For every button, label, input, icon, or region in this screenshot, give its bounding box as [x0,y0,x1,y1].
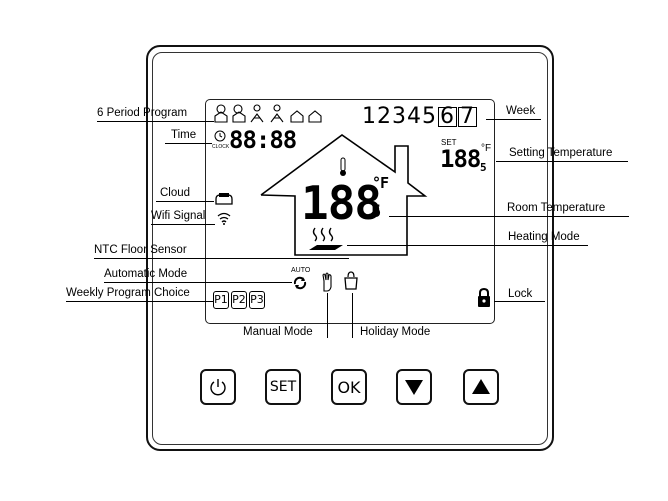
label-heating-mode: Heating Mode [508,231,580,243]
power-icon [210,379,226,396]
label-lock: Lock [508,288,533,300]
power-button[interactable] [200,369,236,405]
time-value: 88:88 [229,126,297,154]
leader-room-temp [389,216,629,217]
room-temp-value: 188 [301,176,382,230]
device-outer-frame [146,45,554,451]
clock-small-label: CLOCK [212,144,230,150]
set-temp-value: 188 [440,145,481,173]
down-arrow-icon [405,380,423,395]
clock-icon [214,130,226,142]
cloud-icon [215,193,233,205]
leader-weekly [66,301,213,302]
leader-lock [494,301,545,302]
leader-manual [327,293,328,338]
label-cloud: Cloud [160,187,191,199]
wifi-icon [217,212,231,225]
label-setting-temperature: Setting Temperature [509,147,613,159]
manual-hand-icon [322,272,332,292]
leader-holiday [352,293,353,338]
lock-icon [478,287,490,307]
lcd-screen [205,99,495,324]
label-wifi-signal: Wifi Signal [151,210,206,222]
device-inner-frame [152,52,548,445]
set-label: SET [441,138,457,147]
thermometer-icon [340,157,346,176]
heating-icon [309,227,343,250]
label-manual-mode: Manual Mode [243,326,313,338]
program-p3: P3 [249,291,265,309]
set-temp-decimal: 5 [480,161,487,174]
auto-label: AUTO [291,267,311,274]
leader-ntc [94,258,349,259]
program-p2: P2 [231,291,247,309]
holiday-bag-icon [344,271,358,290]
ok-button[interactable]: OK [331,369,367,405]
week-day-6: 6 [438,104,457,129]
program-p1: P1 [213,291,229,309]
label-ntc-floor-sensor: NTC Floor Sensor [94,244,187,256]
auto-mode-icon [293,276,307,290]
label-weekly-program-choice: Weekly Program Choice [66,287,190,299]
label-automatic-mode: Automatic Mode [104,268,188,280]
period-program-icon [214,104,322,123]
up-arrow-icon [472,379,490,394]
leader-wifi [151,224,215,225]
leader-setting-temp [496,161,628,162]
label-holiday-mode: Holiday Mode [360,326,431,338]
up-button[interactable] [463,369,499,405]
label-time: Time [171,129,197,141]
down-button[interactable] [396,369,432,405]
leader-week [486,119,541,120]
label-week: Week [506,105,536,117]
leader-time [165,143,212,144]
leader-cloud [156,201,214,202]
week-day-7: 7 [458,104,477,129]
week-digits: 12345 [362,104,437,129]
label-6-period-program: 6 Period Program [97,107,188,119]
label-room-temperature: Room Temperature [507,202,606,214]
room-temp-decimal: 5 [371,202,381,222]
leader-6-period [97,121,214,122]
leader-auto [104,282,292,283]
set-temp-unit: °F [481,143,492,154]
leader-heating [347,245,588,246]
set-button[interactable]: SET [265,369,301,405]
room-temp-unit: °F [372,174,389,192]
